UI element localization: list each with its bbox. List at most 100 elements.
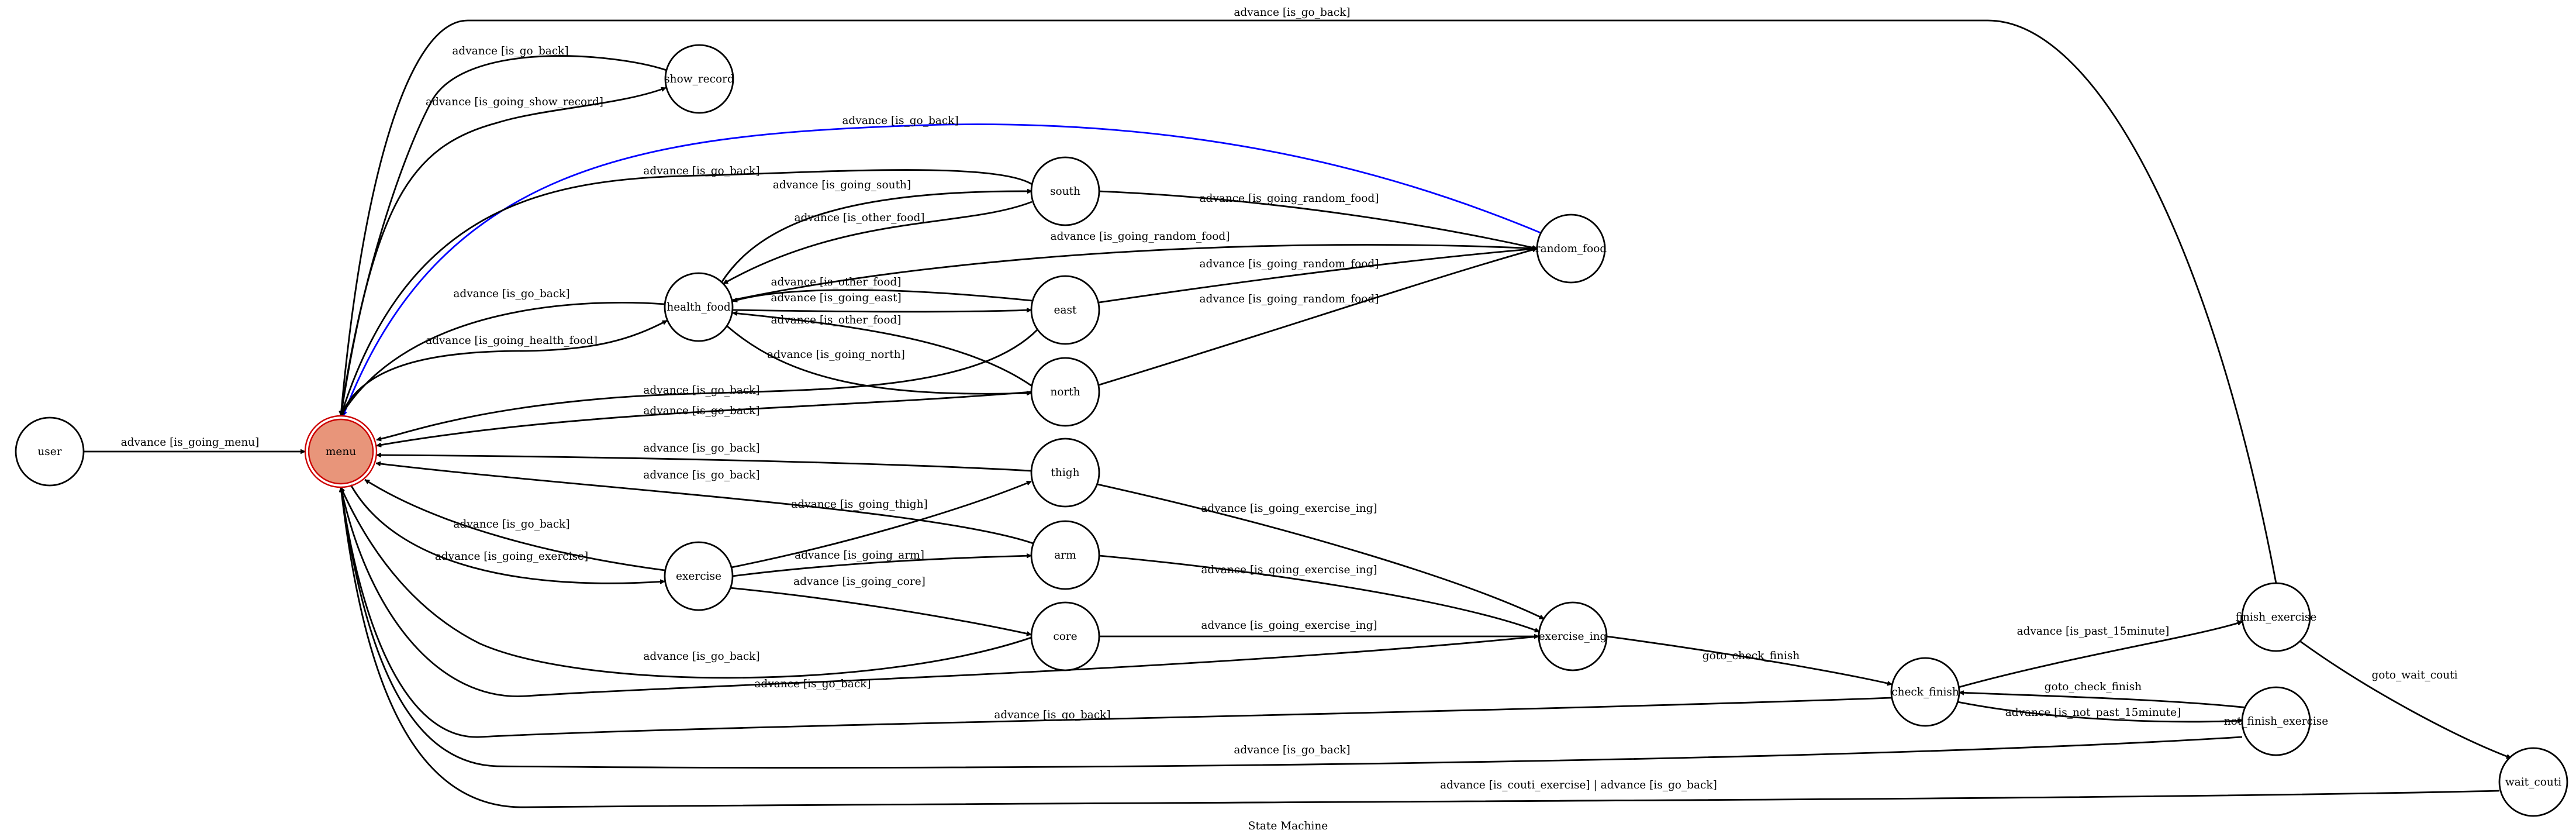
edge-exercise-to-arm — [732, 556, 1031, 577]
edge-finish-exercise-to-menu — [341, 19, 2277, 584]
edge-health-food-to-north — [726, 325, 1031, 394]
edge-random-food-to-menu — [343, 123, 1541, 416]
thigh-circle — [1030, 438, 1100, 508]
edge-label: advance [is_going_arm] — [795, 549, 924, 562]
edge-label: advance [is_going_health_food] — [426, 335, 598, 347]
arm-circle — [1030, 520, 1100, 590]
edge-label: advance [is_go_back] — [453, 288, 569, 300]
exercise-circle — [664, 541, 734, 611]
state-node-core: core — [1030, 601, 1100, 671]
state-node-finish-exercise: finish_exercise — [2236, 582, 2316, 652]
state-label: thigh — [1051, 467, 1079, 479]
edge-east-to-menu — [377, 329, 1038, 440]
edge-label: advance [is_other_food] — [771, 276, 901, 288]
edge-menu-to-exercise — [350, 484, 665, 584]
state-label: arm — [1054, 549, 1076, 562]
state-label: check_finish — [1891, 686, 1959, 698]
edge-label: advance [is_going_exercise_ing] — [1201, 502, 1377, 515]
edge-label: advance [is_go_back] — [643, 650, 759, 663]
edge-wait-couti-to-menu — [341, 487, 2500, 808]
edge-label: advance [is_couti_exercise] | advance [i… — [1440, 779, 1717, 791]
edge-label: advance [is_go_back] — [643, 442, 759, 454]
edge-check-finish-to-not-finish-exercise — [1957, 701, 2242, 722]
state-node-north: north — [1030, 357, 1100, 427]
edge-label: advance [is_go_back] — [754, 678, 871, 690]
state-label: exercise_ing — [1539, 631, 1607, 643]
edge-exercise-to-core — [729, 587, 1031, 635]
south-circle — [1030, 156, 1100, 226]
menu-circle — [308, 418, 374, 485]
user-circle — [15, 416, 85, 487]
edge-label: advance [is_going_exercise_ing] — [1201, 619, 1377, 632]
state-label: show_record — [664, 73, 734, 85]
edge-thigh-to-exercise-ing — [1097, 483, 1544, 620]
state-node-thigh: thigh — [1030, 438, 1100, 508]
edge-label: advance [is_going_random_food] — [1200, 293, 1379, 305]
edge-menu-to-show-record — [340, 88, 666, 416]
edge-thigh-to-menu — [377, 455, 1032, 472]
edge-label: advance [is_go_back] — [842, 115, 958, 127]
edge-label: goto_check_finish — [1703, 650, 1800, 662]
edge-not-finish-exercise-to-check-finish — [1959, 693, 2249, 709]
edge-label: advance [is_go_back] — [453, 518, 569, 531]
state-node-exercise: exercise — [664, 541, 734, 611]
edge-arm-to-exercise-ing — [1099, 554, 1539, 632]
state-node-user: user — [15, 416, 85, 487]
edge-menu-to-health-food — [340, 319, 667, 416]
random-food-circle — [1536, 213, 1606, 284]
state-node-menu: menu — [304, 415, 378, 488]
state-label: east — [1054, 304, 1077, 316]
state-label: south — [1050, 185, 1080, 198]
edge-label: goto_check_finish — [2045, 681, 2142, 693]
edge-label: advance [is_going_east] — [771, 292, 901, 304]
state-node-random-food: random_food — [1535, 213, 1607, 284]
edge-health-food-to-east — [732, 310, 1031, 313]
edge-label: advance [is_going_show_record] — [426, 96, 603, 108]
edge-south-to-health-food — [723, 201, 1033, 285]
edge-label: goto_wait_couti — [2371, 669, 2457, 681]
edge-south-to-random-food — [1099, 190, 1537, 249]
edge-health-food-to-menu — [340, 301, 665, 416]
edge-south-to-menu — [341, 169, 1033, 416]
edge-label: advance [is_going_exercise] — [435, 550, 588, 563]
edge-label: advance [is_go_back] — [452, 45, 568, 57]
check-finish-circle — [1890, 657, 1960, 727]
state-label: wait_couti — [2505, 776, 2561, 788]
edge-exercise-to-menu — [365, 478, 665, 571]
edges-layer — [84, 19, 2511, 808]
menu-outer-ring — [304, 415, 378, 488]
exercise-ing-circle — [1538, 601, 1608, 671]
state-node-east: east — [1030, 275, 1100, 345]
edge-check-finish-to-finish-exercise — [1958, 622, 2242, 688]
state-node-check-finish: check_finish — [1890, 657, 1960, 727]
edge-label: advance [is_go_back] — [994, 709, 1110, 721]
edge-label: advance [is_going_menu] — [121, 436, 260, 449]
edge-exercise-ing-to-menu — [341, 487, 1539, 697]
edge-arm-to-menu — [376, 463, 1035, 545]
state-label: health_food — [667, 301, 731, 314]
edge-label: advance [is_not_past_15minute] — [2005, 707, 2181, 719]
edge-label: advance [is_going_exercise_ing] — [1201, 564, 1377, 576]
show-record-circle — [664, 44, 734, 114]
not-finish-exercise-circle — [2241, 686, 2311, 756]
state-node-exercise-ing: exercise_ing — [1538, 601, 1608, 671]
state-node-show-record: show_record — [664, 44, 734, 114]
edge-north-to-random-food — [1099, 249, 1537, 386]
state-node-south: south — [1030, 156, 1100, 226]
state-label: menu — [326, 446, 356, 458]
edge-north-to-health-food — [733, 313, 1033, 387]
edge-health-food-to-south — [720, 191, 1032, 283]
diagram-title: State Machine — [1248, 820, 1328, 832]
edge-health-food-to-random-food — [732, 244, 1537, 301]
edge-east-to-random-food — [1099, 249, 1537, 304]
edge-label: advance [is_go_back] — [643, 405, 759, 417]
edge-label: advance [is_going_random_food] — [1200, 258, 1379, 270]
edge-label: advance [is_go_back] — [1234, 6, 1350, 19]
health-food-circle — [664, 272, 734, 342]
edge-label: advance [is_going_thigh] — [791, 498, 927, 511]
edge-core-to-menu — [340, 487, 1032, 679]
edge-label: advance [is_other_food] — [794, 212, 924, 224]
edge-east-to-health-food — [733, 289, 1033, 301]
east-circle — [1030, 275, 1100, 345]
